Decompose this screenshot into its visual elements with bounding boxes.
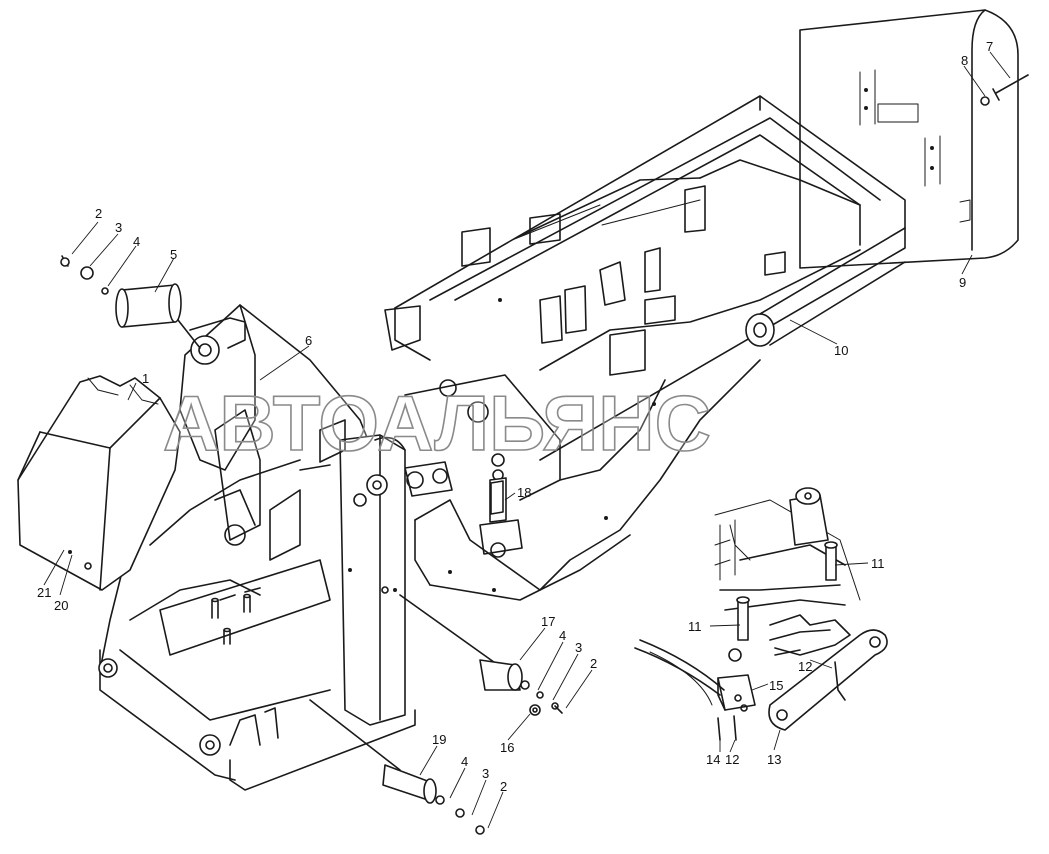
callout-11-left: 11 [688, 619, 702, 634]
callout-4-bottom: 4 [461, 754, 468, 769]
callout-labels: 1 2 3 4 5 6 7 8 9 10 11 11 12 12 13 14 1… [37, 39, 993, 794]
hinge-pin-washer-top [80, 266, 94, 280]
leader-lines [43, 51, 1011, 829]
callout-21: 21 [37, 585, 51, 600]
counterweight-bolt [992, 74, 1029, 101]
callout-2-top: 2 [95, 206, 102, 221]
callout-1: 1 [142, 371, 149, 386]
callout-20: 20 [54, 598, 68, 613]
callout-3-bottom: 3 [482, 766, 489, 781]
callout-3-mid: 3 [575, 640, 582, 655]
callout-6: 6 [305, 333, 312, 348]
callout-4-mid: 4 [559, 628, 566, 643]
callout-13: 13 [767, 752, 781, 767]
front-hinge-pin [115, 283, 201, 349]
callout-19: 19 [432, 732, 446, 747]
hinge-pin-bolt-top [60, 255, 70, 267]
callout-15: 15 [769, 678, 783, 693]
center-pin [399, 594, 563, 714]
hinge-pin-lockwasher-top [101, 287, 109, 295]
center-pin-nut [529, 704, 541, 716]
callout-12-bottom: 12 [725, 752, 739, 767]
callout-11-right: 11 [871, 556, 885, 571]
callout-8: 8 [961, 53, 968, 68]
watermark-text: АВТОАЛЬЯНС [163, 379, 711, 467]
lower-pin [309, 699, 485, 835]
callout-5: 5 [170, 247, 177, 262]
lock-detail-inset [634, 487, 888, 741]
callout-14: 14 [706, 752, 720, 767]
callout-9: 9 [959, 275, 966, 290]
callout-2-bottom: 2 [500, 779, 507, 794]
rear-frame [384, 95, 906, 601]
counterweight-nut [980, 96, 990, 106]
callout-10: 10 [834, 343, 848, 358]
callout-12-right: 12 [798, 659, 812, 674]
callout-2-mid: 2 [590, 656, 597, 671]
pivot-pin [490, 480, 504, 515]
callout-16: 16 [500, 740, 514, 755]
callout-7: 7 [986, 39, 993, 54]
front-frame [98, 304, 416, 791]
callout-18: 18 [517, 485, 531, 500]
callout-4-top: 4 [133, 234, 140, 249]
front-cover [17, 375, 181, 591]
callout-17: 17 [541, 614, 555, 629]
callout-3-top: 3 [115, 220, 122, 235]
